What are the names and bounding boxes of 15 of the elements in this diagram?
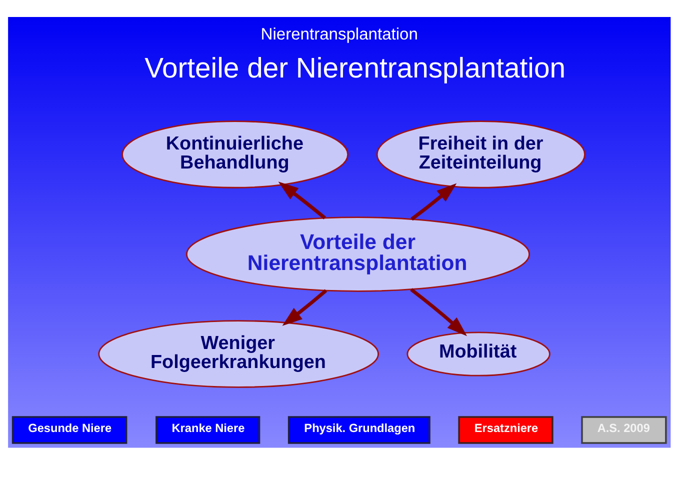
arrow	[282, 288, 328, 326]
label: Vorteile der Nierentransplantation	[144, 52, 566, 84]
node-box: Kranke Niere	[156, 416, 260, 444]
node-ellipse: Kontinuierliche Behandlung	[122, 120, 349, 188]
arrow	[410, 288, 468, 336]
node-box: Physik. Grundlagen	[288, 416, 430, 444]
arrow	[410, 182, 457, 220]
node-ellipse: Vorteile der Nierentransplantation	[186, 216, 530, 292]
node-ellipse: Mobilität	[406, 331, 550, 376]
node-ellipse: Freiheit in der Zeiteinteilung	[376, 120, 586, 188]
node-ellipse: Weniger Folgeerkrankungen	[98, 320, 379, 388]
arrow	[278, 181, 326, 219]
node-box: Gesunde Niere	[12, 416, 128, 444]
diagram-title: Nierentransplantation	[260, 24, 418, 44]
node-box: Ersatzniere	[458, 416, 554, 444]
